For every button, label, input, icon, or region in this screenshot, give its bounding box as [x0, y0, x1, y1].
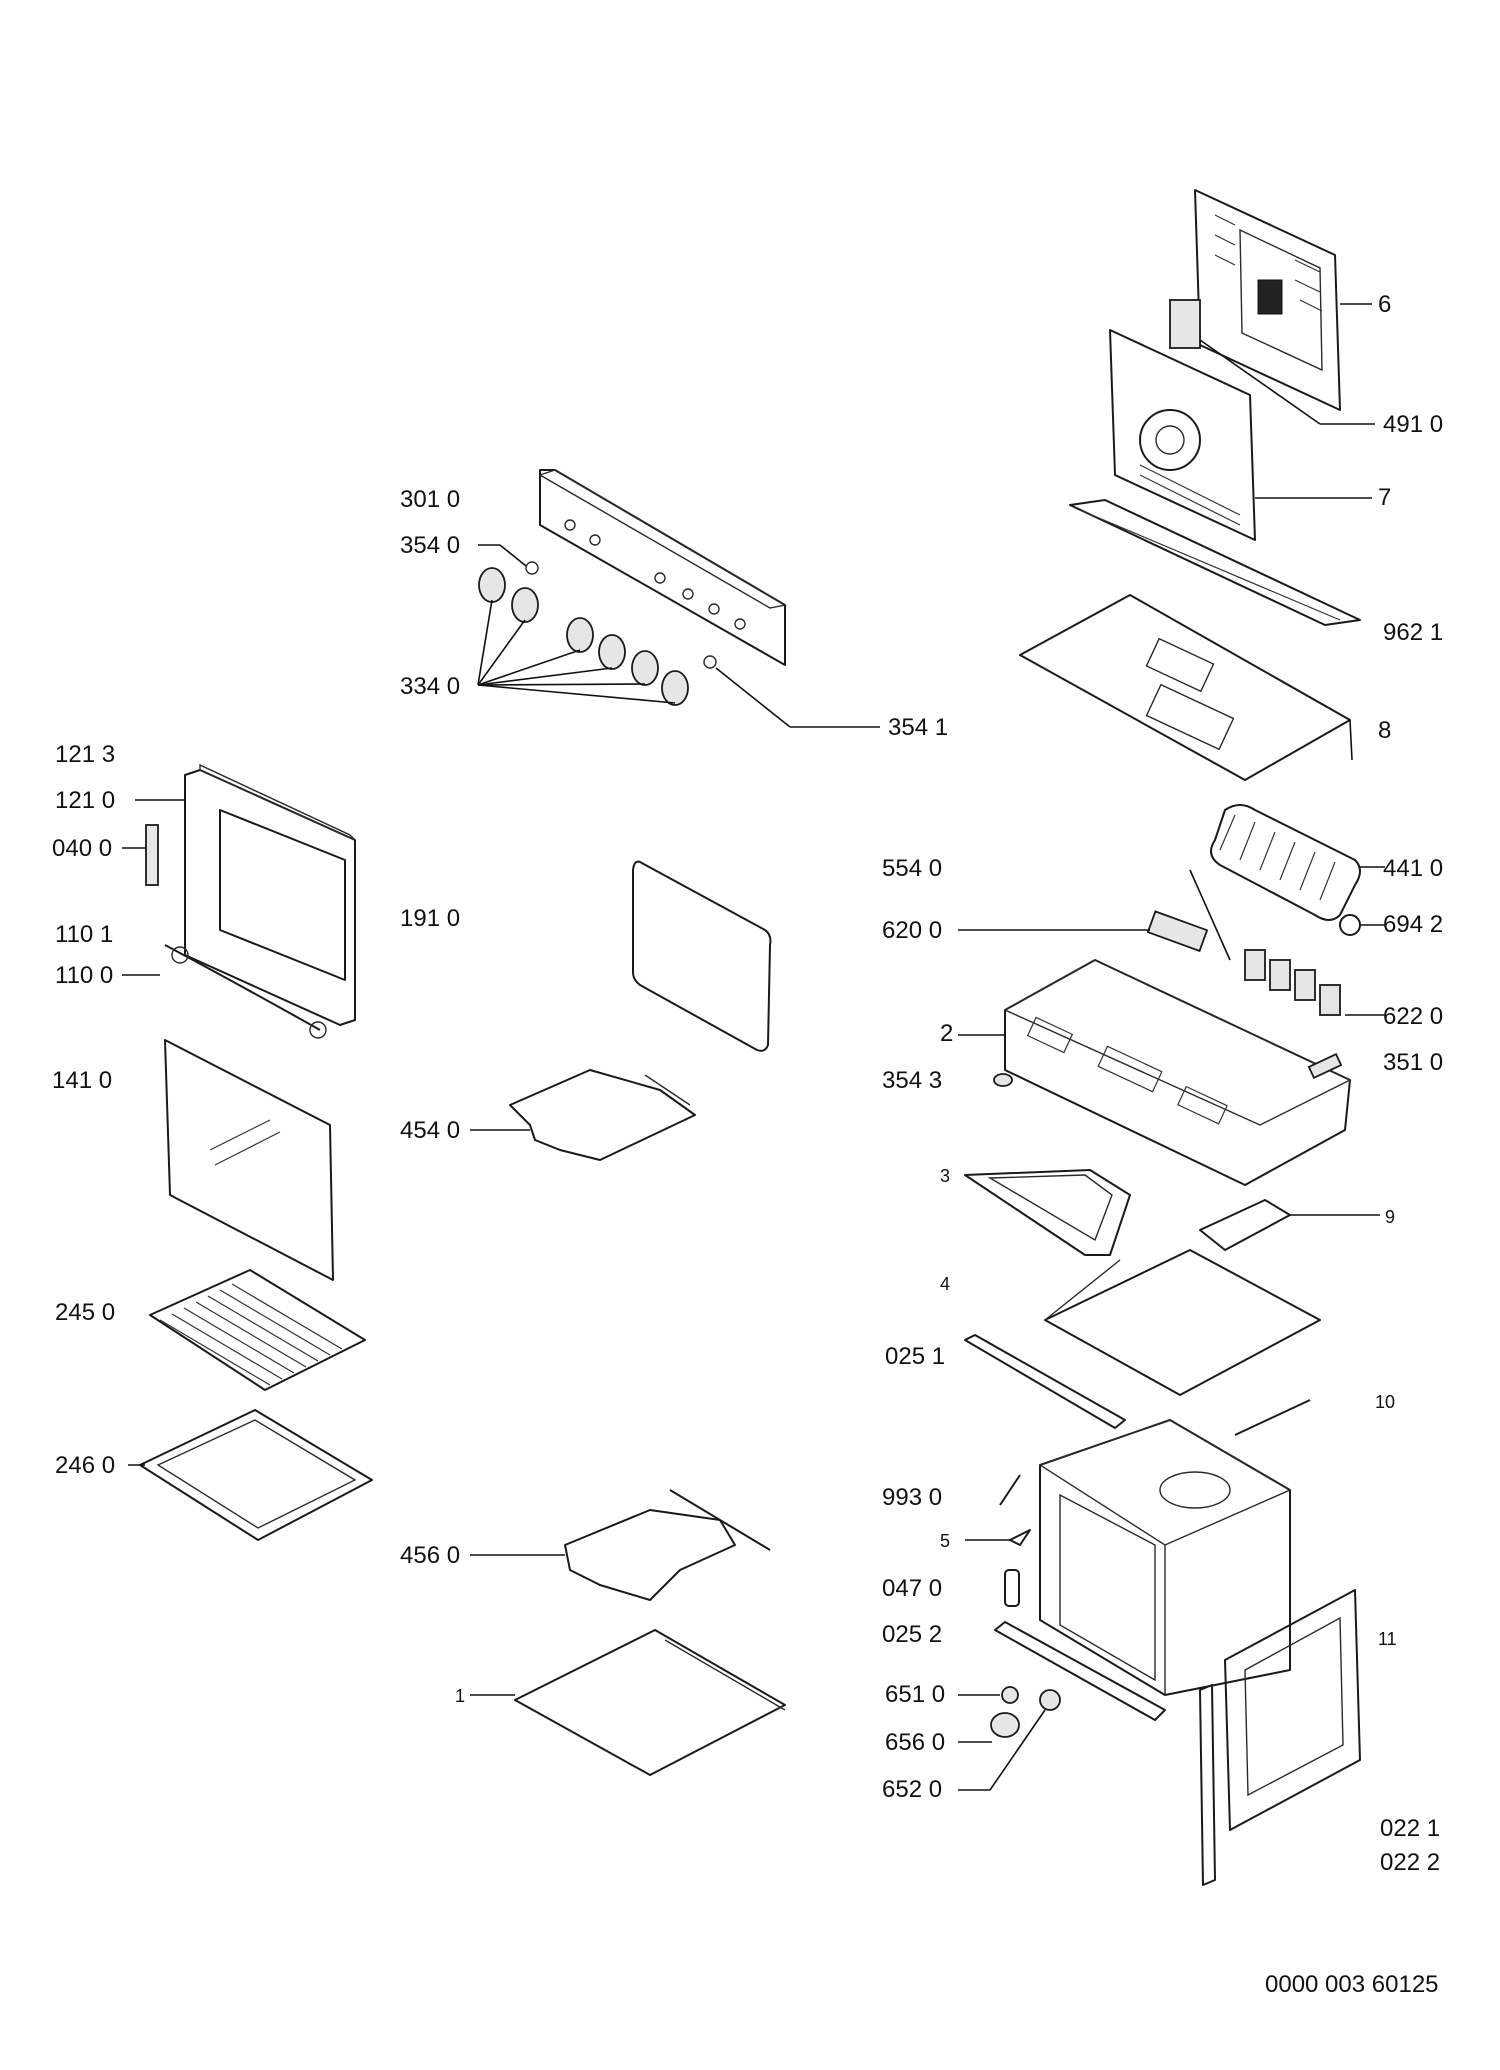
side-bracket-3	[964, 1169, 1131, 1256]
label-3: 3	[940, 1166, 950, 1186]
switch-block-620	[958, 869, 1231, 961]
control-knobs-334	[478, 567, 689, 706]
door-handle-110	[122, 944, 327, 1039]
indicator-light-354-1	[703, 655, 880, 728]
label-301-0: 301 0	[400, 486, 460, 513]
fan-blade-5	[965, 1529, 1031, 1546]
oven-cavity	[1038, 1419, 1292, 1696]
label-025-1: 025 1	[885, 1343, 945, 1370]
label-6: 6	[1378, 291, 1391, 318]
label-441-0: 441 0	[1383, 855, 1443, 882]
rail-10	[1234, 1399, 1311, 1436]
door-glass-141	[164, 1039, 334, 1281]
rear-inner-panel-7	[1109, 329, 1256, 541]
label-651-0: 651 0	[885, 1681, 945, 1708]
fan-motor-441	[1210, 804, 1385, 921]
label-022-1: 022 1	[1380, 1815, 1440, 1842]
control-panel-301	[538, 469, 787, 666]
label-622-0: 622 0	[1383, 1003, 1443, 1030]
label-040-0: 040 0	[52, 835, 112, 862]
label-7: 7	[1378, 484, 1391, 511]
control-housing-2	[958, 959, 1352, 1186]
oven-floor-4	[1044, 1249, 1321, 1396]
lamp-holder-694	[1339, 914, 1385, 936]
label-8: 8	[1378, 717, 1391, 744]
label-141-0: 141 0	[52, 1067, 112, 1094]
label-554-0: 554 0	[882, 855, 942, 882]
oven-door-frame-121	[135, 763, 356, 1026]
relay-modules-622	[1244, 949, 1385, 1016]
label-491-0: 491 0	[1383, 411, 1443, 438]
lamp-cover-047	[1004, 1569, 1020, 1607]
wire-rack-245	[149, 1269, 366, 1391]
label-022-2: 022 2	[1380, 1849, 1440, 1876]
side-rail-025-2	[994, 1621, 1166, 1721]
label-11: 11	[1378, 1629, 1397, 1649]
label-456-0: 456 0	[400, 1542, 460, 1569]
lamp-parts-651-656-652	[958, 1686, 1061, 1791]
drawing-code: 0000 003 60125	[1265, 1971, 1439, 1998]
side-door-panel-11	[1224, 1589, 1361, 1831]
label-1: 1	[455, 1686, 465, 1706]
label-047-0: 047 0	[882, 1575, 942, 1602]
label-025-2: 025 2	[882, 1621, 942, 1648]
shelf-support-993	[999, 1474, 1021, 1506]
connector-block-491	[1169, 299, 1201, 349]
label-5: 5	[940, 1531, 950, 1551]
small-screw-354-3	[993, 1073, 1013, 1087]
label-2: 2	[940, 1020, 953, 1047]
label-993-0: 993 0	[882, 1484, 942, 1511]
label-110-0: 110 0	[55, 962, 113, 989]
label-9: 9	[1385, 1207, 1395, 1227]
label-110-1: 110 1	[55, 921, 113, 948]
label-652-0: 652 0	[882, 1776, 942, 1803]
label-454-0: 454 0	[400, 1117, 460, 1144]
label-351-0: 351 0	[1383, 1049, 1443, 1076]
label-10: 10	[1375, 1392, 1395, 1412]
grill-element-456	[470, 1489, 771, 1601]
label-694-2: 694 2	[1383, 911, 1443, 938]
label-354-1: 354 1	[888, 714, 948, 741]
heating-element-454	[470, 1069, 696, 1161]
heat-shield-9	[1199, 1199, 1380, 1251]
top-cover-plate-8	[1019, 594, 1353, 781]
label-354-0: 354 0	[400, 532, 460, 559]
label-962-1: 962 1	[1383, 619, 1443, 646]
label-121-0: 121 0	[55, 787, 115, 814]
side-rail-025-1	[964, 1334, 1126, 1429]
label-121-3: 121 3	[55, 741, 115, 768]
seal-strip-962	[1069, 499, 1361, 626]
knob-leaders-334	[477, 599, 676, 704]
label-620-0: 620 0	[882, 917, 942, 944]
rear-cover-panel-6	[1194, 189, 1341, 411]
bottom-plate-1	[470, 1629, 786, 1776]
label-246-0: 246 0	[55, 1452, 115, 1479]
glass-plate-191	[632, 860, 772, 1052]
label-191-0: 191 0	[400, 905, 460, 932]
label-245-0: 245 0	[55, 1299, 115, 1326]
label-4: 4	[940, 1274, 950, 1294]
label-656-0: 656 0	[885, 1729, 945, 1756]
thermostat-351	[1307, 1053, 1343, 1079]
baking-tray-246	[128, 1409, 373, 1541]
label-334-0: 334 0	[400, 673, 460, 700]
side-trim-022	[1199, 1684, 1216, 1886]
hinge-040	[122, 824, 159, 886]
label-354-3: 354 3	[882, 1067, 942, 1094]
indicator-light-354-0	[478, 544, 539, 575]
